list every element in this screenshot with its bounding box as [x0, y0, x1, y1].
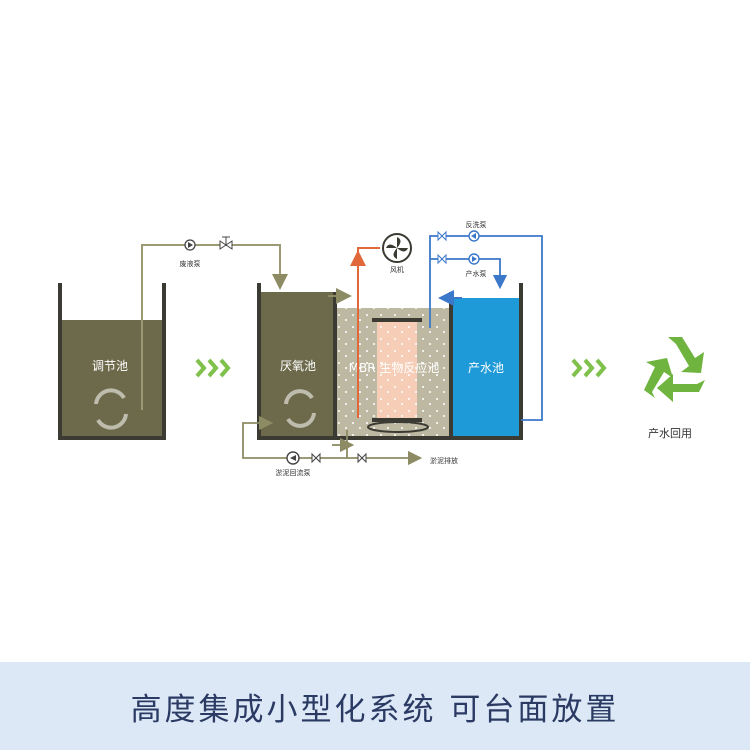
flow-arrows-icon — [571, 358, 607, 378]
bottom-banner: 高度集成小型化系统 可台面放置 — [0, 662, 750, 750]
sludge-discharge-label: 淤泥排放 — [430, 456, 458, 465]
anaerobic-tank-label: 厌氧池 — [280, 359, 316, 373]
recycle-icon — [644, 337, 705, 402]
mbr-tank-label: MBR 生物反应池 — [349, 360, 440, 375]
backwash-pump-label: 反洗泵 — [466, 220, 487, 229]
air-pipe — [357, 247, 380, 418]
circulation-arrows-icon — [284, 389, 316, 428]
aerator-ring — [367, 421, 429, 433]
regulation-tank-label: 调节池 — [92, 359, 128, 373]
valve-icon[interactable] — [437, 230, 447, 265]
sludge-return-pump-icon[interactable] — [286, 451, 300, 465]
reuse-label: 产水回用 — [648, 426, 692, 440]
backwash-pipe — [429, 235, 543, 421]
regulation-tank: 调节池 — [58, 283, 166, 440]
valve-icon[interactable] — [311, 452, 367, 464]
product-tank-label: 产水池 — [468, 361, 504, 375]
flow-arrows-icon — [195, 358, 231, 378]
circulation-arrows-icon — [94, 388, 128, 430]
anaerobic-tank: 厌氧池 — [261, 292, 335, 438]
process-diagram: 调节池 废液泵 厌氧池 — [58, 220, 705, 477]
blower-label: 风机 — [390, 265, 404, 274]
sludge-return-pump-label: 淤泥回流泵 — [276, 468, 311, 477]
blower-fan-icon[interactable] — [382, 233, 412, 263]
product-pump-label: 产水泵 — [466, 269, 487, 278]
waste-pump-label: 废液泵 — [180, 259, 201, 268]
backwash-pump-icon[interactable] — [468, 230, 480, 242]
waste-pump-icon[interactable] — [184, 239, 196, 251]
product-pump-icon[interactable] — [468, 253, 480, 265]
banner-text: 高度集成小型化系统 可台面放置 — [130, 691, 620, 728]
mbr-tank: MBR 生物反应池 — [337, 308, 451, 438]
tank-walls — [257, 283, 523, 440]
valve-icon[interactable] — [219, 236, 233, 250]
product-tank: 产水池 — [453, 298, 519, 438]
feed-pipe — [141, 244, 288, 410]
